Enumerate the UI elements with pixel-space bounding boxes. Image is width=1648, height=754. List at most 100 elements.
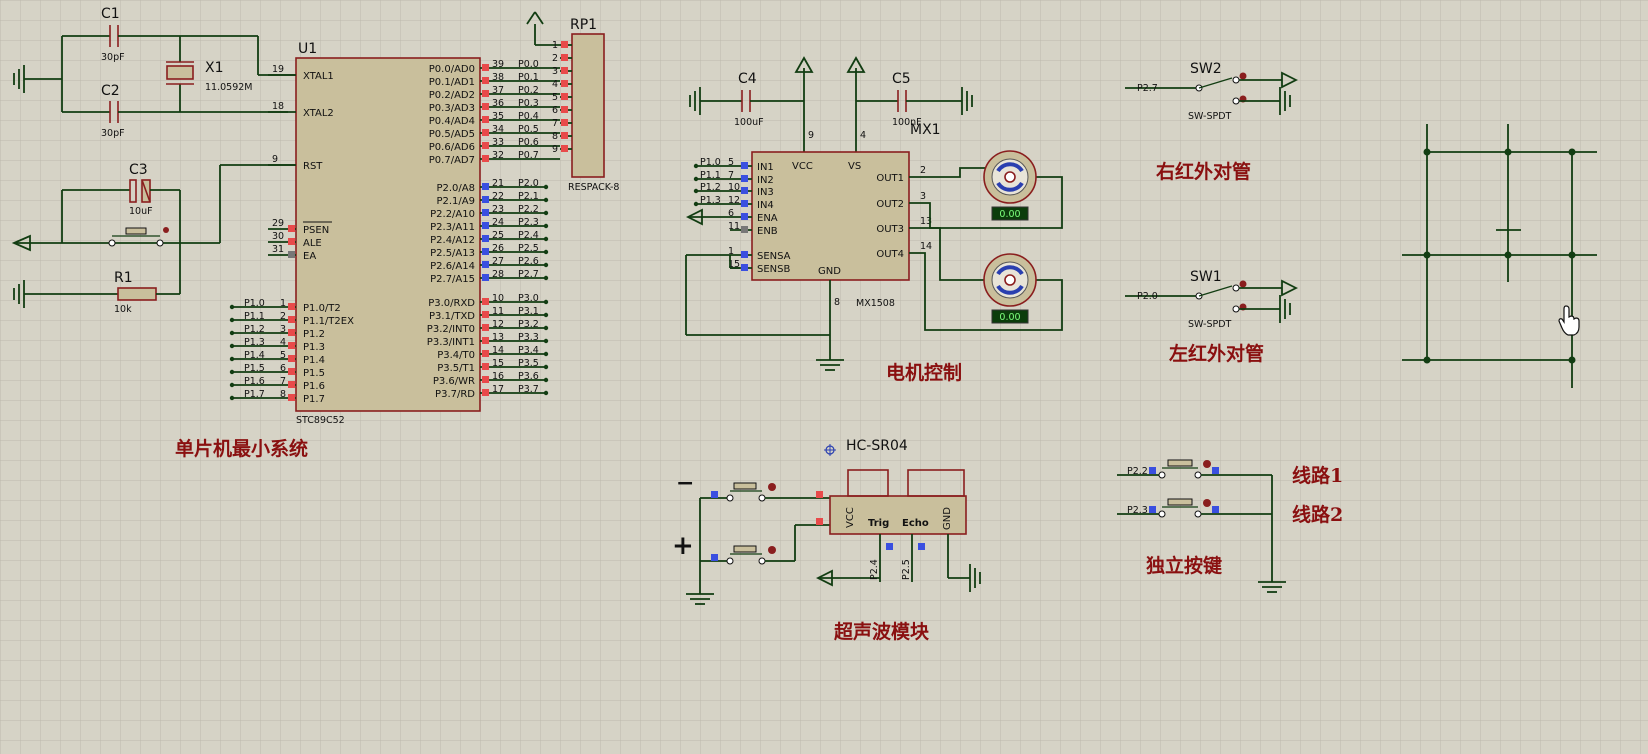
key-line1-button[interactable]	[1158, 459, 1211, 479]
right-ir-block: P2.7 SW2 SW-SPDT 右红外对管	[1125, 61, 1299, 183]
pin-marker	[288, 251, 295, 258]
mcu-net-label: P0.7	[518, 150, 539, 161]
rp1-pin-number: 5	[552, 92, 558, 103]
mcu-pin-number: 11	[492, 306, 504, 317]
mx1-pin-label: IN1	[757, 162, 774, 173]
mcu-pin-number: 6	[280, 363, 286, 374]
rp1-ref: RP1	[570, 17, 597, 33]
pin-marker	[482, 196, 489, 203]
mcu-net-label: P1.3	[244, 337, 265, 348]
motor-display: 0.00	[999, 209, 1020, 220]
mx1-pin-number: 3	[920, 191, 926, 202]
mx1-pin-label: OUT3	[876, 224, 904, 235]
mx1-net-label: P1.0	[700, 157, 721, 168]
pin-marker	[288, 342, 295, 349]
resistor-r1[interactable]	[117, 287, 157, 301]
hcsr04-ref: HC-SR04	[846, 438, 908, 454]
mx1-pin-number: 15	[728, 259, 740, 270]
mx1-pin-label: OUT1	[876, 173, 904, 184]
wire-grid	[1402, 124, 1597, 388]
mx1-pin-label: IN2	[757, 175, 774, 186]
mx1-pin-number: 6	[728, 208, 734, 219]
pin-marker	[288, 316, 295, 323]
net-dot	[543, 312, 549, 318]
power-arrow	[815, 569, 833, 587]
c3-value: 10uF	[129, 206, 153, 217]
pin-marker	[561, 106, 568, 113]
mx1-pin-label: ENA	[757, 213, 778, 224]
pin-marker	[482, 235, 489, 242]
mx1-net-label: P1.1	[700, 170, 721, 181]
capacitor-c3[interactable]	[129, 179, 151, 203]
power-arrow	[846, 56, 866, 73]
motor-driver-mx1[interactable]	[751, 151, 910, 281]
pin-marker	[561, 119, 568, 126]
mcu-pin-label: P3.0/RXD	[428, 298, 475, 309]
button-minus[interactable]	[726, 482, 776, 502]
ground-symbol	[686, 593, 714, 605]
mcu-pin-label: P0.4/AD4	[429, 116, 475, 127]
mcu-pin-label: P2.6/A14	[430, 261, 475, 272]
mcu-pin-number: 9	[272, 154, 278, 165]
mcu-pin-number: 32	[492, 150, 504, 161]
mcu-pin-label: P0.7/AD7	[429, 155, 475, 166]
pin-marker	[741, 213, 748, 220]
net-dot	[543, 262, 549, 268]
mx1-ref: MX1	[910, 122, 941, 138]
mcu-pin-number: 24	[492, 217, 504, 228]
pin-marker	[288, 368, 295, 375]
pin-marker	[482, 274, 489, 281]
u1-ref: U1	[298, 41, 317, 57]
mcu-pin-label: P3.2/INT0	[427, 324, 475, 335]
plus-sign: +	[672, 531, 694, 561]
ultrasonic-block: − + HC-SR04 VCC Trig Echo	[672, 438, 981, 643]
mcu-net-label: P2.0	[518, 178, 539, 189]
motor-2[interactable]: 0.00	[983, 253, 1037, 324]
net-dot	[229, 343, 235, 349]
net-dot	[229, 395, 235, 401]
button-plus[interactable]	[726, 545, 776, 565]
mcu-net-label: P0.3	[518, 98, 539, 109]
rp1-pin-number: 6	[552, 105, 558, 116]
keys-block: P2.2 P2.3 线路1 线路2 独立按键	[1117, 459, 1343, 593]
mcu-pin-number: 5	[280, 350, 286, 361]
mcu-pin-number: 27	[492, 256, 504, 267]
sw1-ref: SW1	[1190, 269, 1222, 285]
respack-rp1[interactable]	[571, 33, 605, 178]
ultrasonic-module[interactable]	[829, 495, 967, 535]
c4-ref: C4	[738, 71, 757, 87]
switch-sw2[interactable]	[1195, 72, 1247, 105]
mcu-pin-label: P1.5	[303, 368, 325, 379]
mcu-net-label: P3.3	[518, 332, 539, 343]
net-dot	[543, 275, 549, 281]
reset-button[interactable]	[108, 227, 169, 247]
motor-1[interactable]: 0.00	[983, 150, 1037, 221]
switch-sw1[interactable]	[1195, 280, 1247, 313]
mcu-pin-number: 37	[492, 85, 504, 96]
power-arrow	[1281, 279, 1299, 297]
mcu-net-label: P3.0	[518, 293, 539, 304]
pin-marker	[288, 381, 295, 388]
mcu-u1-body[interactable]	[295, 57, 481, 412]
mcu-pin-label: P0.6/AD6	[429, 142, 475, 153]
hcsr04-gnd-label: GND	[942, 507, 953, 530]
mcu-pin-label: P1.7	[303, 394, 325, 405]
net-dot	[229, 304, 235, 310]
net-dot	[543, 236, 549, 242]
crystal-x1[interactable]	[166, 61, 194, 85]
mcu-block-title: 单片机最小系统	[175, 437, 308, 460]
mcu-net-label: P1.0	[244, 298, 265, 309]
mx1-pin-label: SENSA	[757, 251, 791, 262]
mx1-net-label: P1.2	[700, 182, 721, 193]
mcu-net-label: P2.5	[518, 243, 539, 254]
mcu-pin-label: PSEN	[303, 225, 329, 236]
mx1-pin-number: 13	[920, 216, 932, 227]
pin-marker	[288, 238, 295, 245]
key-line2-button[interactable]	[1158, 498, 1211, 518]
